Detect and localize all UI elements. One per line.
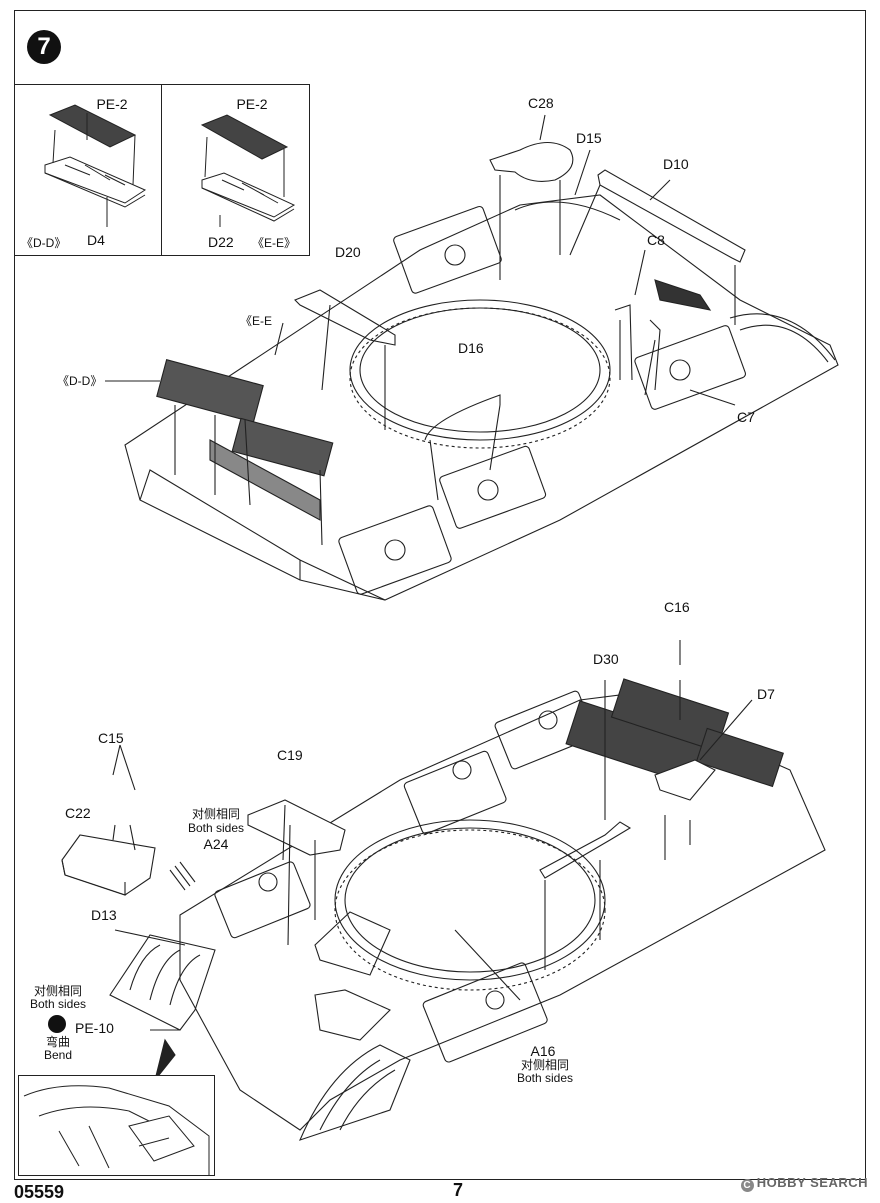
step-number-badge: 7 — [27, 30, 61, 64]
inset-detail-a: PE-2 《D-D》 D4 — [14, 84, 162, 256]
label-both-sides-en-pe10: Both sides — [29, 997, 87, 1011]
label-pe2: PE-2 — [96, 96, 128, 112]
label-ref-ee-upper: 《E-E — [240, 314, 273, 328]
label-ref-ee: 《E-E》 — [252, 236, 297, 250]
label-pe2-b: PE-2 — [236, 96, 268, 112]
label-ref-dd: 《D-D》 — [21, 236, 67, 250]
label-d7: D7 — [757, 686, 775, 702]
inset-detail-b: PE-2 D22 《E-E》 — [161, 84, 310, 256]
page-number: 7 — [453, 1180, 464, 1200]
label-both-sides-cn-pe10: 对侧相同 — [33, 984, 83, 998]
label-both-sides-en-a16: Both sides — [516, 1071, 574, 1085]
label-bend-en: Bend — [43, 1048, 73, 1062]
label-c16: C16 — [664, 599, 690, 615]
label-d20: D20 — [335, 244, 361, 260]
label-a24: A24 — [203, 836, 229, 852]
label-d4: D4 — [87, 232, 105, 248]
label-a16: A16 — [530, 1043, 556, 1059]
label-d13: D13 — [91, 907, 117, 923]
label-bend-cn: 弯曲 — [45, 1035, 71, 1049]
label-d30: D30 — [593, 651, 619, 667]
inset-a-drawing — [44, 104, 147, 227]
inset-b-drawing — [200, 114, 296, 227]
label-d16: D16 — [458, 340, 484, 356]
label-d10: D10 — [663, 156, 689, 172]
label-d15: D15 — [576, 130, 602, 146]
label-ref-dd-upper: 《D-D》 — [57, 374, 103, 388]
label-both-sides-cn-a24: 对侧相同 — [191, 807, 241, 821]
label-pe10: PE-10 — [75, 1020, 114, 1036]
label-c22: C22 — [65, 805, 91, 821]
label-c19: C19 — [277, 747, 303, 763]
label-both-sides-en-a24: Both sides — [187, 821, 245, 835]
upper-hull-drawing — [105, 114, 839, 601]
page-frame — [14, 10, 866, 1180]
label-d22: D22 — [208, 234, 234, 250]
bend-icon — [48, 1015, 66, 1033]
label-c8: C8 — [647, 232, 665, 248]
label-c7: C7 — [737, 409, 755, 425]
watermark-text: HOBBY SEARCH — [756, 1175, 868, 1190]
product-code: 05559 — [14, 1182, 65, 1202]
lower-hull-drawing — [61, 640, 826, 1141]
label-both-sides-cn-a16: 对侧相同 — [520, 1058, 570, 1072]
inset-pe10-drawing — [23, 1085, 210, 1175]
watermark-mark-icon: C — [740, 1179, 754, 1192]
inset-detail-pe10 — [18, 1075, 215, 1176]
label-c28: C28 — [528, 95, 554, 111]
label-c15: C15 — [98, 730, 124, 746]
